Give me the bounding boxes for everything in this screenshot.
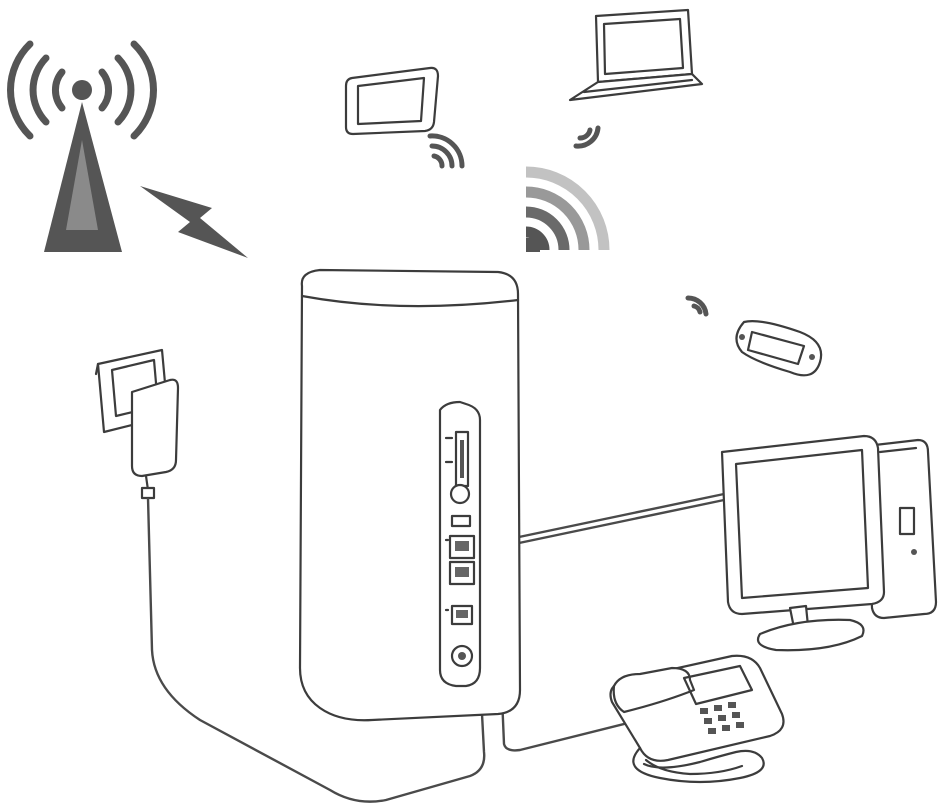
lightning-bolt-icon (140, 186, 248, 258)
power-adapter-icon (130, 378, 180, 500)
power-button (449, 483, 471, 505)
cell-tower-icon (7, 40, 157, 252)
desktop-monitor-icon (720, 434, 886, 652)
handheld-console-icon (735, 320, 823, 377)
wifi-signal-icon (685, 295, 709, 317)
tablet-icon (344, 66, 440, 136)
landline-phone-icon (609, 654, 785, 784)
wifi-signal-icon (427, 133, 465, 169)
wifi-signal-icon (525, 166, 610, 252)
router-icon (298, 268, 522, 722)
laptop-icon (568, 8, 704, 102)
power-cable (146, 497, 486, 803)
wifi-signal-icon (573, 125, 601, 149)
